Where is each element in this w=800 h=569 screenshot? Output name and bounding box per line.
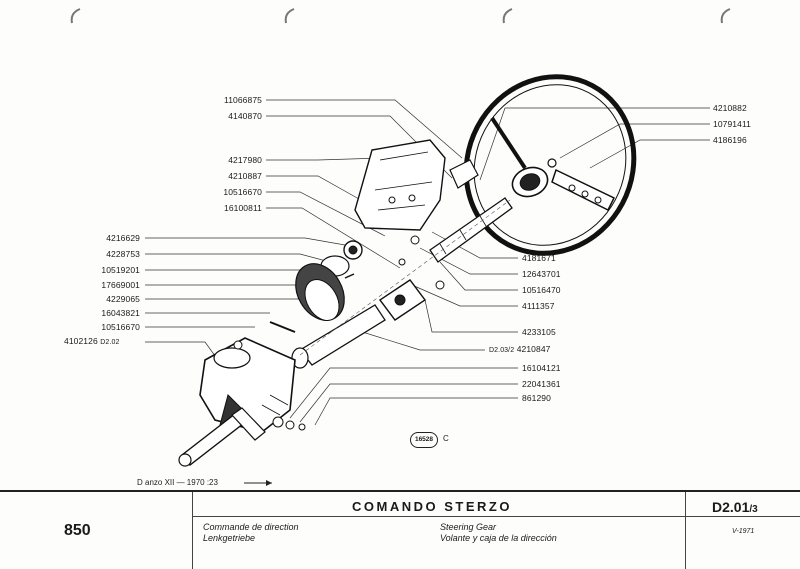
universal-joint-shaft [269, 279, 445, 369]
section-code-main: D2.01 [712, 499, 750, 515]
part-label: 16043821 [101, 308, 140, 318]
gearbox-ref: D2.02 [100, 339, 120, 346]
part-label: 4217980 [228, 155, 262, 165]
pitman-arm [178, 407, 306, 467]
joint-part: 4210847 [516, 344, 551, 354]
part-label: 10791411 [713, 119, 751, 129]
part-label: 4140870 [228, 111, 262, 121]
part-label: 17669001 [101, 280, 140, 290]
title-de: Lenkgetriebe [203, 533, 256, 543]
part-label: 22041361 [522, 379, 561, 389]
part-label: 4181671 [522, 253, 556, 263]
part-label: 16104121 [522, 363, 561, 373]
joint-label: D2.03/2 4210847 [489, 344, 550, 356]
part-label: 861290 [522, 393, 551, 403]
part-label: 4229065 [106, 294, 140, 304]
steering-wheel [463, 74, 637, 256]
title-block: 850 COMANDO STERZO D2.01/3 Commande de d… [0, 490, 800, 569]
part-label: 10519201 [101, 265, 140, 275]
title-fr: Commande de direction [203, 522, 299, 532]
page-title: COMANDO STERZO [352, 499, 512, 514]
drawing-stamp: 16528 [410, 432, 438, 448]
title-es: Volante y caja de la dirección [440, 533, 557, 543]
part-label: 12643701 [522, 269, 561, 279]
binder-hole-marks [70, 8, 731, 24]
gear-assembly [295, 240, 363, 321]
gearbox-part: 4102126 [64, 336, 98, 346]
part-label: 10516670 [223, 187, 262, 197]
part-label: 4186196 [713, 135, 747, 145]
steering-gearbox [199, 337, 296, 433]
divider [685, 492, 686, 569]
gearbox-label: 4102126 D2.02 [64, 336, 119, 348]
part-label: 4111357 [522, 301, 555, 311]
part-label: 4216629 [106, 233, 140, 243]
steering-column [354, 139, 513, 266]
issue-date: V-1971 [732, 528, 755, 535]
section-sheet: /3 [749, 504, 758, 515]
date-note: D anzo XII — 1970 :23 [137, 478, 218, 487]
part-label: 10516670 [101, 322, 140, 332]
part-label: 11066875 [224, 95, 262, 105]
divider [192, 516, 800, 517]
stamp-letter: C [443, 434, 449, 443]
part-label: 4210882 [713, 103, 747, 113]
centerline [299, 199, 511, 356]
model-number: 850 [64, 522, 91, 539]
divider [192, 492, 193, 569]
part-label: 4233105 [522, 327, 556, 337]
joint-ref: D2.03/2 [489, 347, 515, 354]
section-code: D2.01/3 [712, 499, 758, 515]
title-en: Steering Gear [440, 522, 497, 532]
part-label: 4228753 [106, 249, 140, 259]
part-label: 10516470 [522, 285, 561, 295]
part-label: 4210887 [228, 171, 262, 181]
part-label: 16100811 [224, 203, 262, 213]
